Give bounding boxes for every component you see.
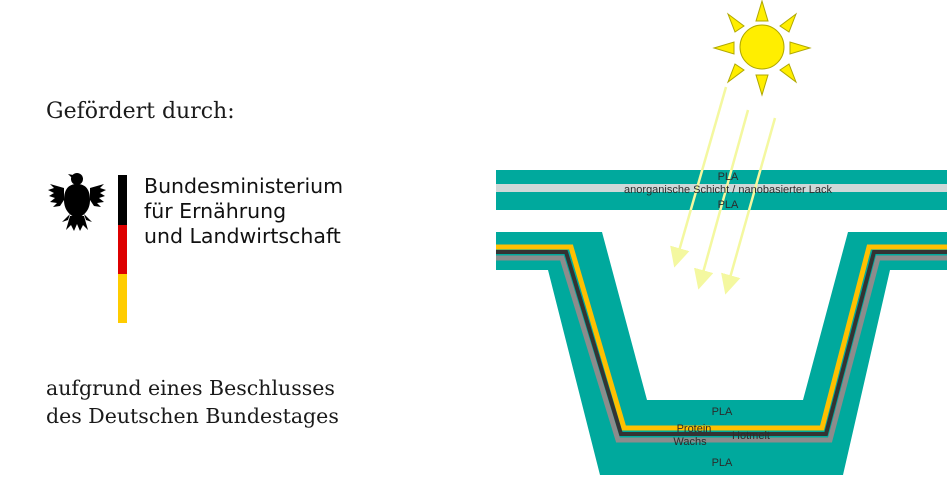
lid-inorganic-layer bbox=[496, 184, 947, 192]
lid-bottom-label: PLA bbox=[718, 199, 739, 211]
resolution-line: des Deutschen Bundestages bbox=[46, 404, 339, 428]
tray-wax-layer bbox=[496, 255, 947, 443]
bundestag-resolution: aufgrund eines Beschlusses des Deutschen… bbox=[46, 374, 339, 430]
ministry-line: für Ernährung bbox=[144, 199, 287, 223]
lid-middle-label: anorganische Schicht / nanobasierter Lac… bbox=[624, 184, 832, 196]
packaging-layer-diagram: PLA anorganische Schicht / nanobasierter… bbox=[496, 0, 947, 475]
light-ray-arrow bbox=[721, 117, 777, 295]
german-flag-bar bbox=[118, 175, 127, 323]
light-ray-arrow bbox=[694, 109, 750, 290]
lid-top-label: PLA bbox=[718, 171, 739, 183]
ministry-name: Bundesministerium für Ernährung und Land… bbox=[144, 174, 343, 249]
flag-stripe-black bbox=[118, 175, 127, 225]
tray bbox=[496, 232, 947, 475]
tray-outer-label: PLA bbox=[712, 457, 733, 469]
flag-stripe-gold bbox=[118, 274, 127, 323]
light-ray-arrow bbox=[670, 86, 728, 268]
resolution-line: aufgrund eines Beschlusses bbox=[46, 376, 335, 400]
tray-protein-label: Protein bbox=[677, 423, 712, 435]
flag-stripe-red bbox=[118, 225, 127, 274]
tray-hotmelt-label: Hotmelt bbox=[732, 430, 770, 442]
federal-eagle-icon bbox=[48, 173, 106, 231]
ministry-line: Bundesministerium bbox=[144, 174, 344, 198]
sun-icon bbox=[712, 0, 812, 97]
ministry-line: und Landwirtschaft bbox=[144, 224, 341, 248]
tray-inner-label: PLA bbox=[712, 406, 733, 418]
funding-title: Gefördert durch: bbox=[46, 99, 235, 124]
light-rays bbox=[670, 86, 777, 295]
tray-hotmelt-layer bbox=[496, 250, 947, 436]
tray-protein-layer bbox=[496, 244, 947, 431]
tray-wax-label: Wachs bbox=[673, 436, 707, 448]
